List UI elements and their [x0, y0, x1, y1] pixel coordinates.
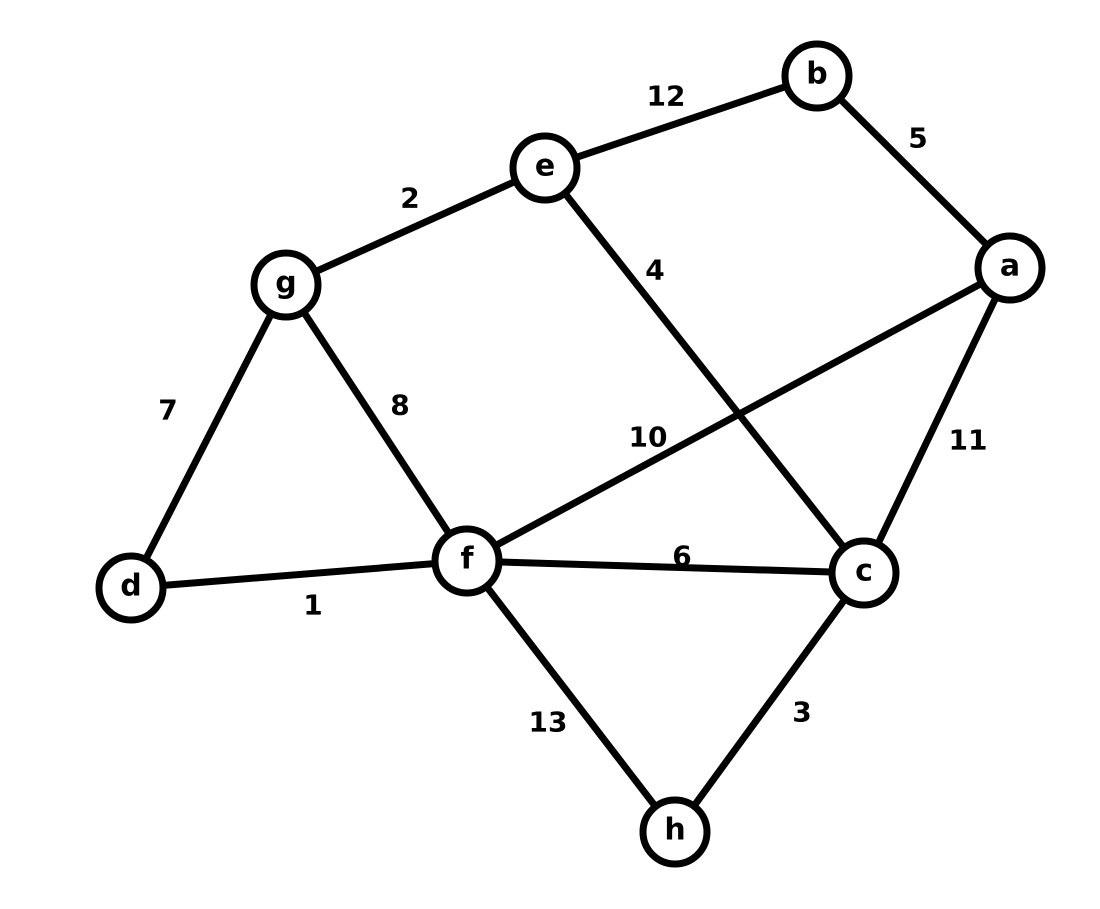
edge-weight-e-b: 12 [647, 80, 686, 113]
edge-weight-d-f: 1 [303, 589, 322, 622]
edge-weight-f-a: 10 [629, 421, 668, 454]
node-label-b: b [806, 57, 827, 92]
edges-layer [127, 72, 1014, 836]
edge-a-c [860, 264, 1014, 577]
edge-weight-g-f: 8 [390, 389, 409, 422]
edge-weight-c-h: 3 [792, 696, 811, 729]
edge-weight-g-e: 2 [400, 182, 419, 215]
edge-g-d [127, 281, 290, 592]
edge-weight-b-a: 5 [908, 122, 927, 155]
node-label-f: f [460, 542, 474, 577]
node-f: f [431, 525, 503, 597]
node-circle-g [250, 249, 322, 321]
edge-d-f [127, 557, 471, 592]
edge-e-b [541, 72, 821, 172]
edge-c-h [671, 569, 868, 836]
edge-weight-a-c: 11 [949, 424, 988, 457]
node-circle-e [509, 132, 581, 204]
node-circle-d [95, 552, 167, 624]
edge-weight-f-c: 6 [672, 540, 691, 573]
edge-weight-g-d: 7 [158, 394, 177, 427]
node-circle-a [974, 232, 1046, 304]
edge-f-a [463, 264, 1014, 565]
node-a: a [974, 232, 1046, 304]
nodes-layer: a b c d e f g h [95, 40, 1046, 868]
edge-weight-e-c: 4 [645, 254, 664, 287]
node-label-a: a [1000, 249, 1020, 284]
node-circle-c [828, 537, 900, 609]
node-label-d: d [120, 569, 141, 604]
edge-weight-f-h: 13 [529, 706, 568, 739]
edge-f-c [463, 557, 868, 577]
node-c: c [828, 537, 900, 609]
edge-b-a [813, 72, 1014, 272]
edge-e-c [541, 164, 868, 577]
node-label-e: e [535, 149, 555, 184]
node-circle-h [639, 796, 711, 868]
node-circle-f [431, 525, 503, 597]
node-label-c: c [855, 554, 873, 589]
node-e: e [509, 132, 581, 204]
edge-g-e [282, 164, 549, 289]
node-d: d [95, 552, 167, 624]
node-circle-b [781, 40, 853, 112]
node-g: g [250, 249, 322, 321]
edge-f-h [463, 557, 679, 836]
edge-g-f [282, 281, 471, 565]
node-b: b [781, 40, 853, 112]
node-h: h [639, 796, 711, 868]
node-label-h: h [664, 813, 685, 848]
node-label-g: g [275, 266, 296, 301]
